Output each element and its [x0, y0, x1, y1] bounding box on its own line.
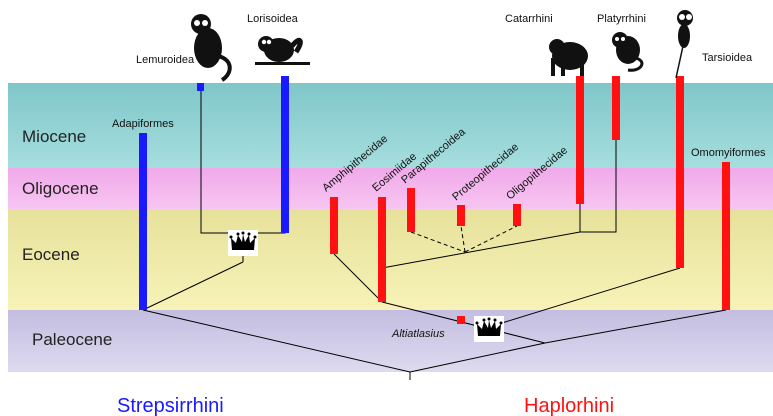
range-bar-lorisoidea [281, 76, 289, 233]
range-bar-eosimiidae [378, 197, 386, 302]
eocene-band [8, 210, 773, 310]
range-bar-adapiformes [139, 133, 147, 310]
epoch-label-miocene: Miocene [22, 127, 86, 146]
range-bar-omomyiformes [722, 162, 730, 310]
taxon-label-omomyiformes: Omomyiformes [691, 147, 766, 159]
monkey-icon [612, 32, 642, 70]
taxon-label-catarrhini: Catarrhini [505, 13, 553, 25]
range-bar-tarsioidea [676, 76, 684, 268]
range-bar-proteopithecidae [457, 205, 465, 226]
clade-label-strepsirrhini: Strepsirrhini [117, 395, 224, 416]
clade-label-haplorhini: Haplorhini [524, 395, 614, 416]
taxon-label-altiatlasius: Altiatlasius [391, 328, 445, 340]
epoch-label-paleocene: Paleocene [32, 330, 112, 349]
range-bar-amphipithecidae [330, 197, 338, 254]
range-bar-catarrhini [576, 76, 584, 204]
chimpanzee-icon [549, 39, 588, 76]
range-bar-oligopithecidae [513, 204, 521, 226]
range-bar-altiatlasius [457, 316, 465, 324]
taxon-label-adapiformes: Adapiformes [112, 118, 174, 130]
taxon-label-tarsioidea: Tarsioidea [702, 52, 753, 64]
epoch-label-oligocene: Oligocene [22, 179, 99, 198]
taxon-label-lorisoidea: Lorisoidea [247, 13, 299, 25]
range-bar-parapithecoidea [407, 188, 415, 232]
paleocene-band [8, 310, 773, 372]
lemur-icon [191, 14, 230, 80]
taxon-label-lemuroidea: Lemuroidea [136, 54, 195, 66]
epoch-label-eocene: Eocene [22, 245, 80, 264]
crown-icon [474, 316, 504, 342]
loris-icon [255, 36, 310, 65]
range-bar-platyrrhini [612, 76, 620, 140]
crown-icon [228, 230, 258, 256]
taxon-label-platyrrhini: Platyrrhini [597, 13, 646, 25]
tarsier-icon [676, 10, 693, 78]
range-bar-lemuroidea [197, 83, 204, 91]
